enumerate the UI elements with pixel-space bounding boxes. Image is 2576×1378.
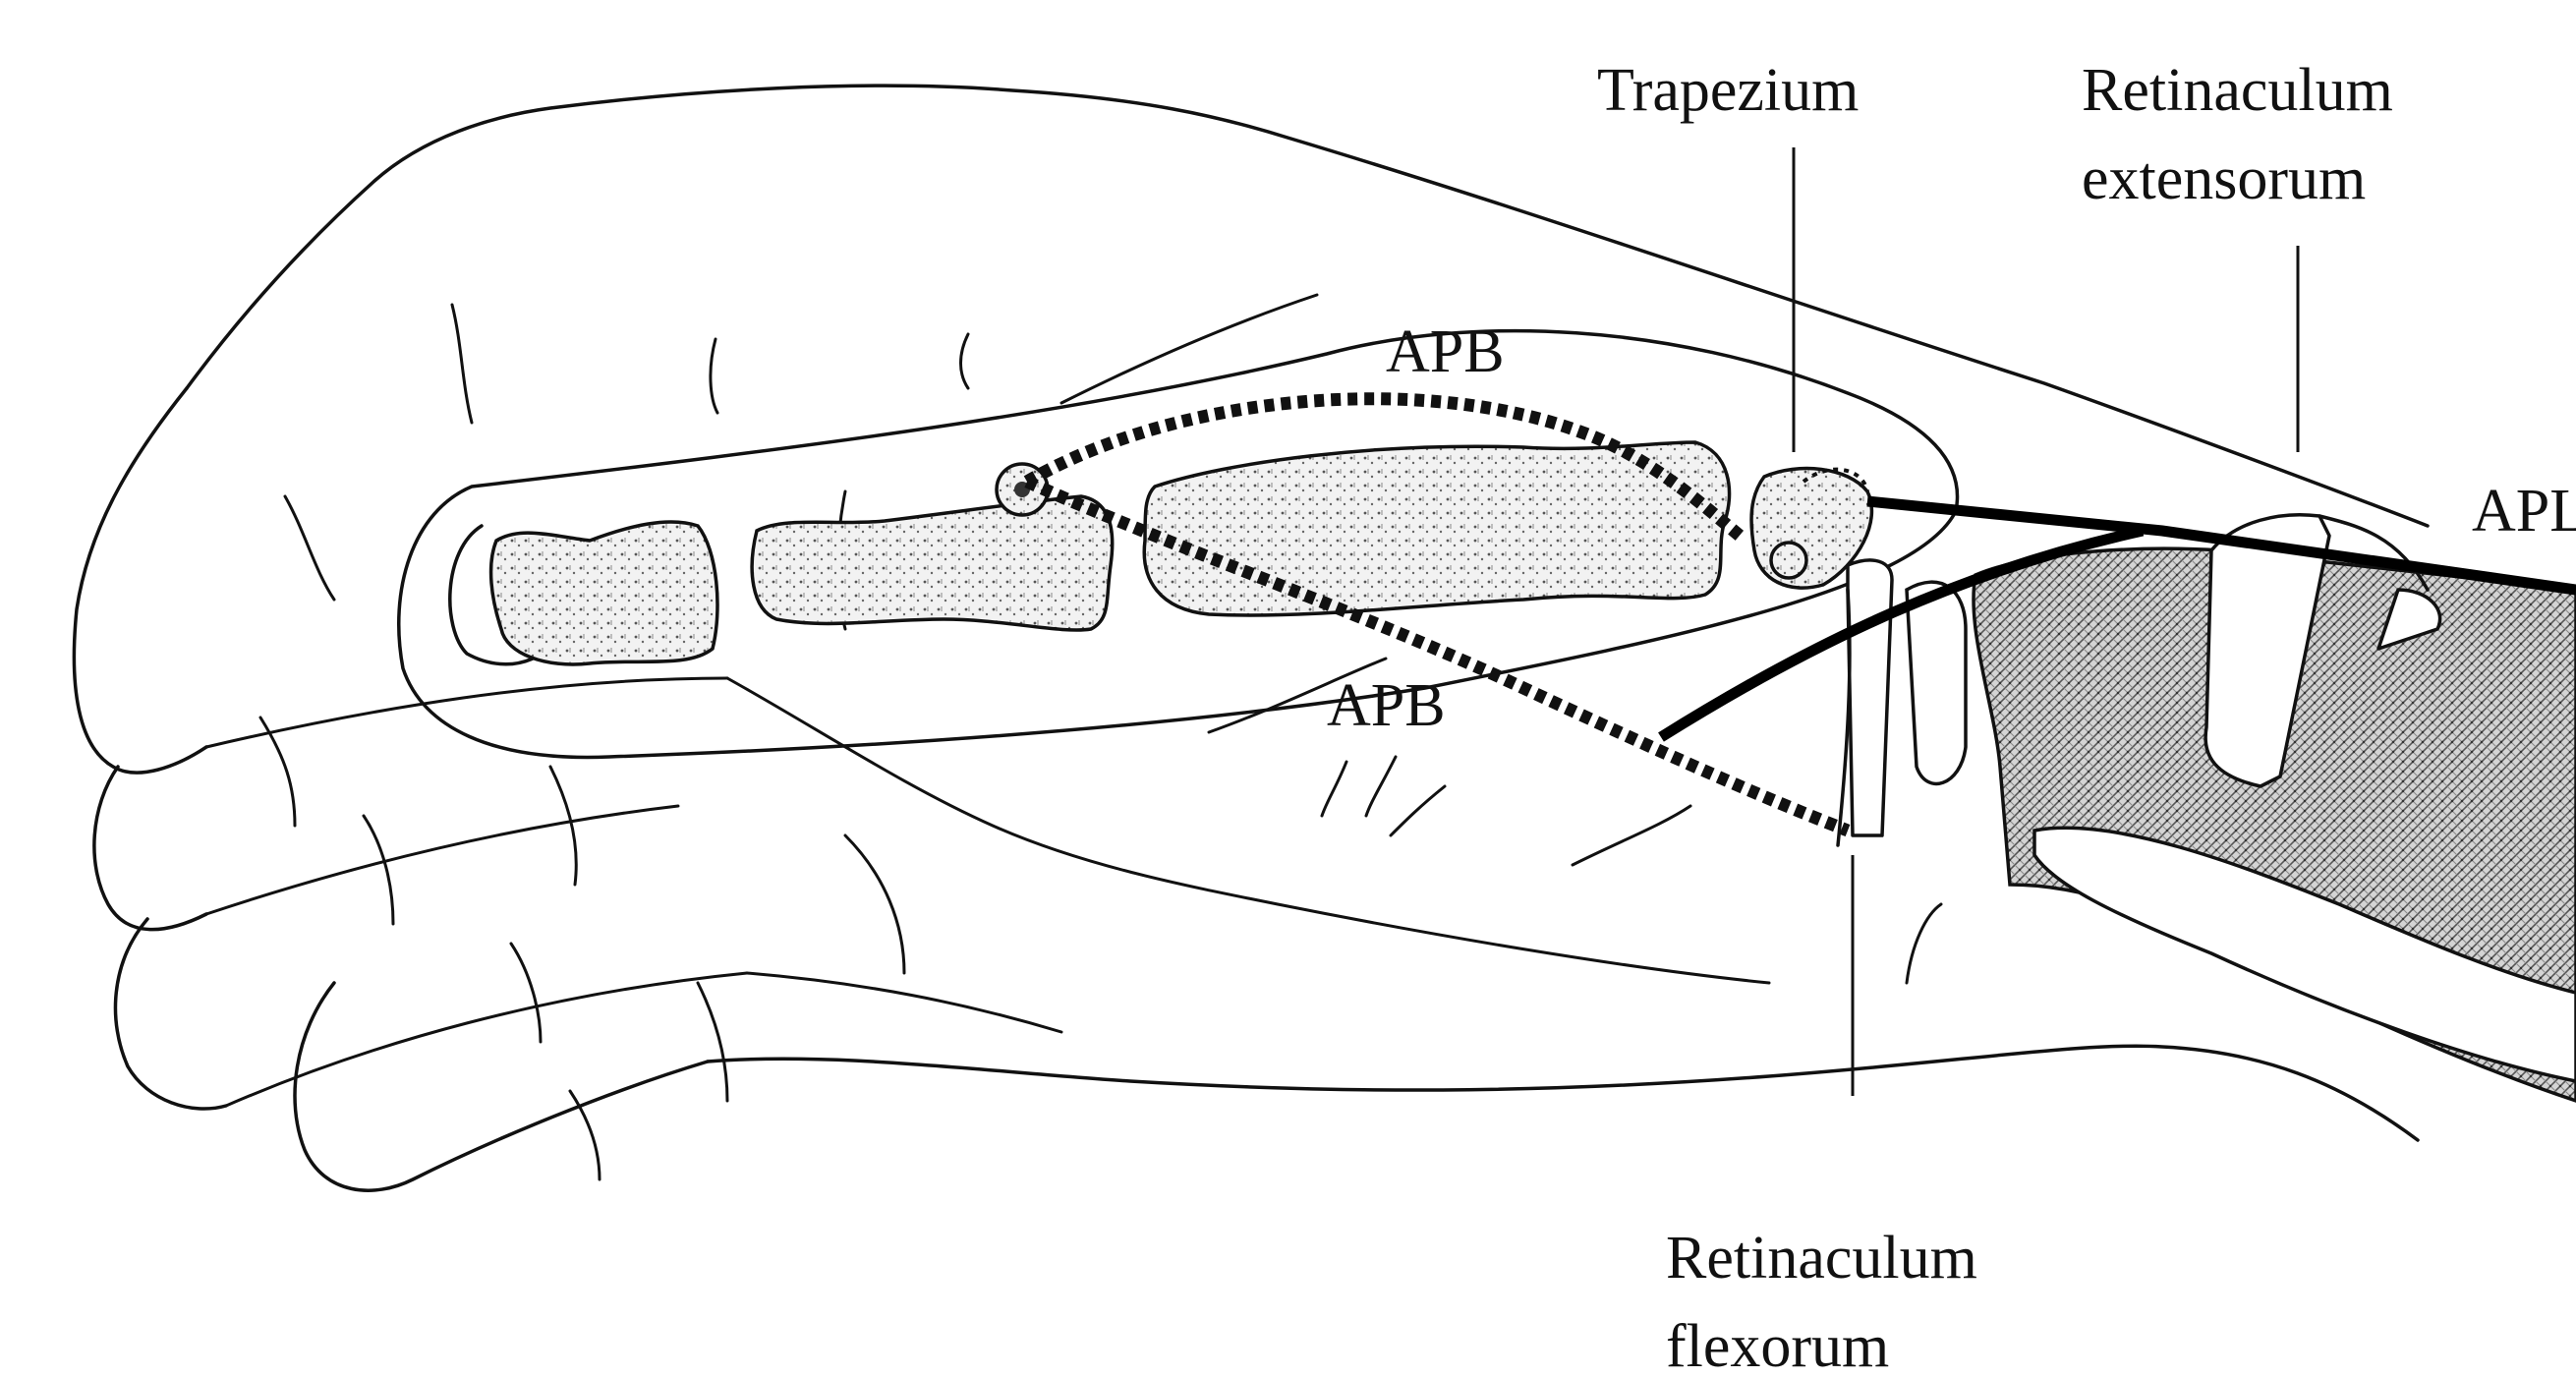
- label-retinaculum-flexorum-2: flexorum: [1666, 1313, 1889, 1378]
- label-apl: APL: [2472, 478, 2576, 545]
- thumb-bones: [491, 442, 1872, 664]
- label-retinaculum-extensorum-1: Retinaculum: [2082, 57, 2393, 124]
- label-apb-upper: APB: [1386, 318, 1505, 385]
- hand-creases: [260, 295, 1941, 1179]
- label-retinaculum-flexorum-1: Retinaculum: [1666, 1225, 1977, 1292]
- label-retinaculum-extensorum-2: extensorum: [2082, 145, 2366, 212]
- label-apb-lower: APB: [1327, 672, 1446, 739]
- wrist-section: [1838, 515, 2576, 1101]
- label-trapezium: Trapezium: [1597, 57, 1859, 124]
